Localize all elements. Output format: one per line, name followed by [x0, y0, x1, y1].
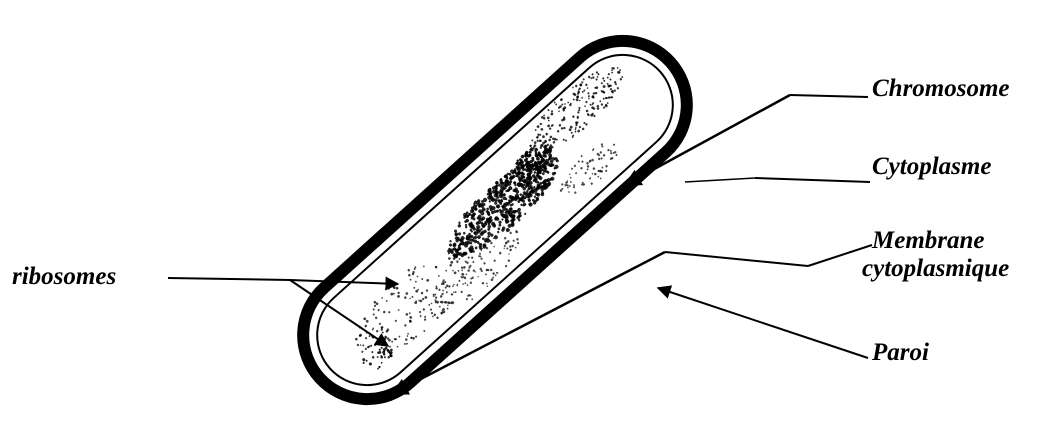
label-membrane-line2: cytoplasmique — [862, 256, 1009, 282]
label-chromosome: Chromosome — [872, 76, 1010, 102]
label-cytoplasme: Cytoplasme — [872, 154, 991, 180]
label-ribosomes: ribosomes — [12, 264, 116, 290]
leader-lines — [168, 95, 872, 394]
chromosome-pointer — [625, 95, 790, 185]
label-paroi: Paroi — [872, 340, 929, 366]
label-membrane: Membrane — [872, 228, 985, 254]
